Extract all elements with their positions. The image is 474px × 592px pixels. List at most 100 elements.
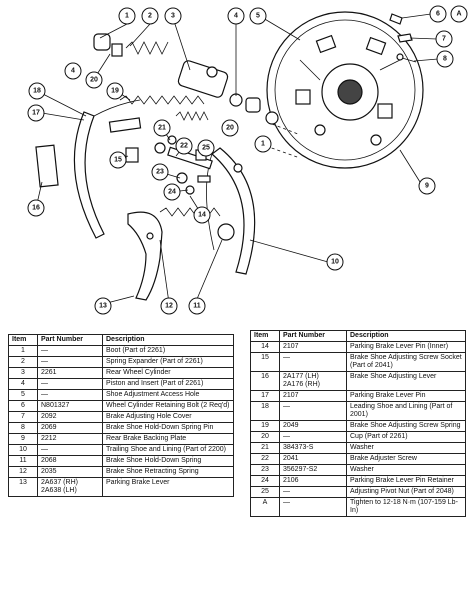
callout-5: 5 — [249, 7, 267, 25]
cell-item: A — [250, 497, 280, 517]
cell-part: 2092 — [37, 411, 103, 423]
cell-desc: Brake Shoe Adjusting Screw Socket (Part … — [346, 352, 466, 372]
cell-item: 24 — [250, 475, 280, 487]
cell-item: 19 — [250, 420, 280, 432]
trailing-shoe — [206, 147, 256, 275]
cell-part: 2035 — [37, 466, 103, 478]
cell-part: 2068 — [37, 455, 103, 467]
callout-4: 4 — [227, 7, 245, 25]
svg-text:20: 20 — [90, 77, 98, 84]
svg-text:6: 6 — [436, 11, 440, 18]
svg-text:12: 12 — [165, 303, 173, 310]
cell-desc: Cup (Part of 2261) — [346, 431, 466, 443]
cell-desc: Shoe Adjustment Access Hole — [102, 389, 234, 401]
callout-6: 6 — [429, 5, 447, 23]
callout-3: 3 — [164, 7, 182, 25]
callout-21: 21 — [153, 119, 171, 137]
cell-part: — — [37, 389, 103, 401]
svg-text:23: 23 — [156, 169, 164, 176]
svg-text:21: 21 — [158, 125, 166, 132]
cell-item: 7 — [8, 411, 38, 423]
cell-desc: Boot (Part of 2261) — [102, 345, 234, 357]
cell-part: 384373-S — [279, 442, 347, 454]
cell-item: 12 — [8, 466, 38, 478]
table-row: 15—Brake Shoe Adjusting Screw Socket (Pa… — [250, 352, 466, 372]
cell-desc: Parking Brake Lever Pin (Inner) — [346, 341, 466, 353]
callout-A: A — [450, 5, 468, 23]
svg-text:9: 9 — [425, 183, 429, 190]
header-item: Item — [250, 330, 280, 342]
header-description: Description — [102, 334, 234, 346]
callout-24: 24 — [163, 183, 181, 201]
cell-item: 16 — [250, 371, 280, 391]
header-part-number: Part Number — [37, 334, 103, 346]
cell-part: — — [37, 444, 103, 456]
cell-desc: Leading Shoe and Lining (Part of 2001) — [346, 401, 466, 421]
svg-text:3: 3 — [171, 13, 175, 20]
cell-part: 2A177 (LH) 2A176 (RH) — [279, 371, 347, 391]
callout-8: 8 — [436, 50, 454, 68]
cell-desc: Brake Adjuster Screw — [346, 453, 466, 465]
cell-part: 2A637 (RH) 2A638 (LH) — [37, 477, 103, 497]
parts-table-left: Item Part Number Description 1—Boot (Par… — [8, 334, 234, 497]
cell-item: 4 — [8, 378, 38, 390]
cell-desc: Brake Shoe Adjusting Screw Spring — [346, 420, 466, 432]
cell-part: 2261 — [37, 367, 103, 379]
cell-desc: Washer — [346, 464, 466, 476]
callout-23: 23 — [151, 163, 169, 181]
svg-text:17: 17 — [32, 110, 40, 117]
cell-item: 17 — [250, 390, 280, 402]
cell-desc: Brake Shoe Hold-Down Spring — [102, 455, 234, 467]
svg-text:2: 2 — [148, 13, 152, 20]
callout-14: 14 — [193, 206, 211, 224]
small-parts — [389, 13, 417, 63]
cell-desc: Parking Brake Lever — [102, 477, 234, 497]
table-header-row: Item Part Number Description — [8, 334, 234, 346]
svg-text:18: 18 — [33, 88, 41, 95]
cell-part: — — [279, 486, 347, 498]
callout-15: 15 — [109, 151, 127, 169]
cell-part: 2069 — [37, 422, 103, 434]
svg-text:25: 25 — [202, 145, 210, 152]
cell-desc: Tighten to 12-18 N·m (107-159 Lb-In) — [346, 497, 466, 517]
callout-11: 11 — [188, 297, 206, 315]
cell-desc: Brake Shoe Adjusting Lever — [346, 371, 466, 391]
exploded-brake-diagram: 1 1 2 3 4 4 5 6 A 7 8 9 10 11 12 13 14 1… — [27, 5, 468, 315]
callout-19: 19 — [106, 82, 124, 100]
callout-20b: 20 — [221, 119, 239, 137]
cell-part: 2106 — [279, 475, 347, 487]
cell-item: 2 — [8, 356, 38, 368]
callout-9: 9 — [418, 177, 436, 195]
cell-part: 2041 — [279, 453, 347, 465]
cell-item: 23 — [250, 464, 280, 476]
table-row: 1—Boot (Part of 2261) — [8, 345, 234, 357]
callout-22: 22 — [175, 137, 193, 155]
cell-desc: Rear Wheel Cylinder — [102, 367, 234, 379]
table-row: A—Tighten to 12-18 N·m (107-159 Lb-In) — [250, 497, 466, 517]
table-row: 20—Cup (Part of 2261) — [250, 431, 466, 443]
backing-plate — [266, 11, 424, 169]
cell-part: 2212 — [37, 433, 103, 445]
table-row: 4—Piston and Insert (Part of 2261) — [8, 378, 234, 390]
cell-item: 13 — [8, 477, 38, 497]
callout-12: 12 — [160, 297, 178, 315]
cell-part: — — [37, 356, 103, 368]
svg-text:16: 16 — [32, 205, 40, 212]
cell-part: N801327 — [37, 400, 103, 412]
table-row: 10—Trailing Shoe and Lining (Part of 220… — [8, 444, 234, 456]
cell-part: — — [279, 431, 347, 443]
callout-18: 18 — [28, 82, 46, 100]
svg-text:22: 22 — [180, 143, 188, 150]
